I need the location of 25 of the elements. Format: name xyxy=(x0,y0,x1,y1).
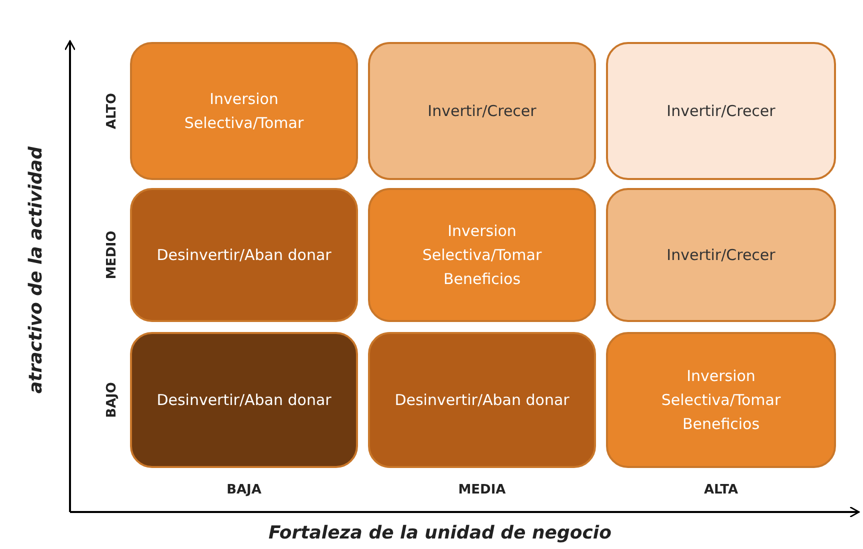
matrix-cell xyxy=(130,42,358,180)
cell-text: Inversion Selectiva/Tomar Beneficios xyxy=(421,221,543,290)
matrix-cell xyxy=(130,332,358,468)
cell-text: Desinvertir/Aban donar xyxy=(394,390,570,411)
row-label: ALTO xyxy=(104,92,120,130)
axis-title: atractivo de la actividad xyxy=(26,146,46,394)
cell-text: Desinvertir/Aban donar xyxy=(156,390,332,411)
cell-text: Invertir/Crecer xyxy=(426,101,538,122)
matrix-cell xyxy=(606,188,836,322)
matrix-cell xyxy=(606,42,836,180)
cell-text: Inversion Selectiva/Tomar Beneficios xyxy=(660,366,782,435)
matrix-cell xyxy=(368,188,596,322)
matrix-cell xyxy=(130,188,358,322)
cell-text: Desinvertir/Aban donar xyxy=(156,245,332,266)
column-label: MEDIA xyxy=(458,482,506,498)
column-label: BAJA xyxy=(226,482,262,498)
column-label: ALTA xyxy=(704,482,738,498)
axis-title: Fortaleza de la unidad de negocio xyxy=(268,522,612,544)
cell-text: Inversion Selectiva/Tomar xyxy=(183,89,305,134)
matrix-cell xyxy=(606,332,836,468)
cell-text: Invertir/Crecer xyxy=(666,245,776,266)
row-label: MEDIO xyxy=(104,230,120,280)
cell-text: Invertir/Crecer xyxy=(666,101,776,122)
matrix-cell xyxy=(368,42,596,180)
matrix-cell xyxy=(368,332,596,468)
